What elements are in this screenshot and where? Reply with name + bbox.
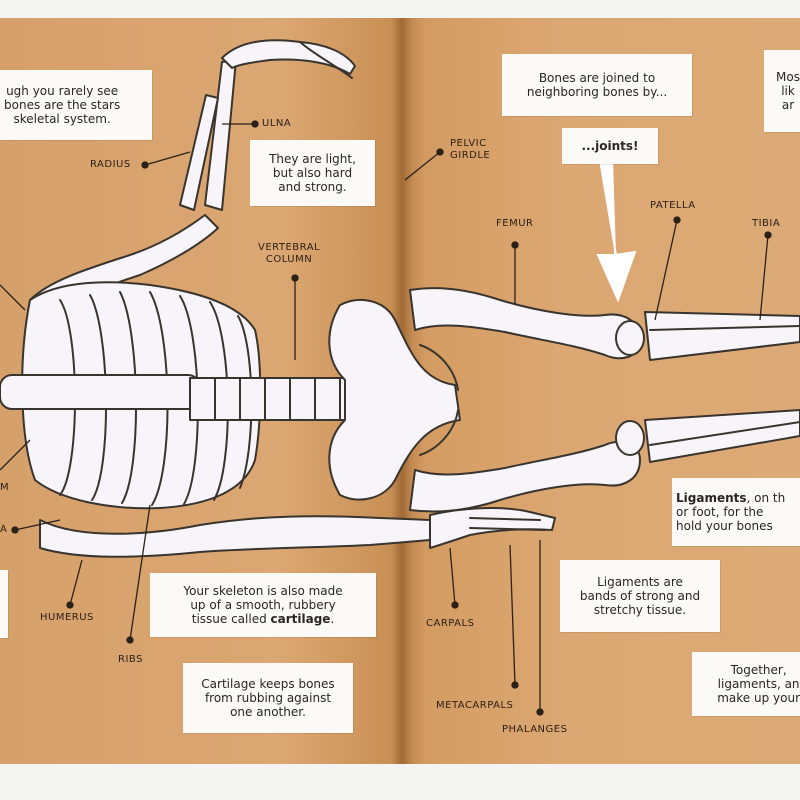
light-strong-text: They are light, but also hard and strong… xyxy=(269,152,356,194)
femur-top xyxy=(409,287,641,360)
cartilage-box: Your skeleton is also made up of a smoot… xyxy=(150,573,376,637)
label-carpals: CARPALS xyxy=(426,618,475,629)
sternum xyxy=(0,374,201,410)
ulna-bone xyxy=(179,94,219,211)
label-patella: PATELLA xyxy=(650,200,696,211)
joints-text: ...joints! xyxy=(581,139,639,153)
label-femur: FEMUR xyxy=(496,218,534,229)
label-tibia: TIBIA xyxy=(752,218,781,229)
cartilage-keyword: cartilage xyxy=(270,612,331,626)
joined-text: Bones are joined to neighboring bones by… xyxy=(526,71,668,99)
tibia-bottom xyxy=(644,409,800,463)
cartilage-text-start: Your skeleton is also made up of a smoot… xyxy=(183,584,343,626)
rubbing-box: Cartilage keeps bones from rubbing again… xyxy=(183,663,353,733)
label-cut-m: M xyxy=(0,482,10,493)
together-text: Together, ligaments, an make up your xyxy=(717,663,800,705)
label-humerus: HUMERUS xyxy=(40,612,94,623)
most-box: Mos lik ar xyxy=(764,50,800,132)
femur-bottom xyxy=(409,440,641,513)
ligaments-box: Ligaments, on th or foot, for the hold y… xyxy=(672,478,800,546)
label-phalanges: PHALANGES xyxy=(502,724,568,735)
pelvic-girdle xyxy=(328,299,461,501)
label-vertebral-column: VERTEBRAL COLUMN xyxy=(258,242,320,266)
label-cut-a: A xyxy=(0,524,8,535)
label-vertebral-column-text: VERTEBRAL COLUMN xyxy=(258,242,321,265)
label-ribs: RIBS xyxy=(118,654,143,665)
patella-top xyxy=(615,320,645,356)
label-pelvic-girdle-text: PELVIC GIRDLE xyxy=(450,138,491,161)
intro-box: ugh you rarely see bones are the stars s… xyxy=(0,70,152,140)
label-metacarpals: METACARPALS xyxy=(436,700,514,711)
joints-box: ...joints! xyxy=(562,128,658,164)
bands-text: Ligaments are bands of strong and stretc… xyxy=(579,575,701,617)
joined-box: Bones are joined to neighboring bones by… xyxy=(502,54,692,116)
ligaments-keyword: Ligaments xyxy=(676,491,747,505)
patella-bottom xyxy=(615,420,645,456)
label-radius: RADIUS xyxy=(90,159,131,170)
bands-box: Ligaments are bands of strong and stretc… xyxy=(560,560,720,632)
ligaments-text: Ligaments, on th or foot, for the hold y… xyxy=(676,491,785,533)
label-pelvic-girdle: PELVIC GIRDLE xyxy=(450,138,490,162)
ligaments-rest: , on th or foot, for the hold your bones xyxy=(676,491,786,533)
intro-text: ugh you rarely see bones are the stars s… xyxy=(4,84,121,126)
left-edge-box xyxy=(0,570,8,638)
light-strong-box: They are light, but also hard and strong… xyxy=(250,140,375,206)
cartilage-text-end: . xyxy=(330,612,335,626)
most-text: Mos lik ar xyxy=(776,70,800,112)
joints-arrow xyxy=(596,159,637,303)
lower-arm xyxy=(39,515,431,558)
rubbing-text: Cartilage keeps bones from rubbing again… xyxy=(201,677,335,719)
label-ulna: ULNA xyxy=(262,118,292,129)
cartilage-text: Your skeleton is also made up of a smoot… xyxy=(183,584,342,626)
together-box: Together, ligaments, an make up your xyxy=(692,652,800,716)
upper-hand xyxy=(221,39,356,75)
tibia-top xyxy=(644,311,800,361)
